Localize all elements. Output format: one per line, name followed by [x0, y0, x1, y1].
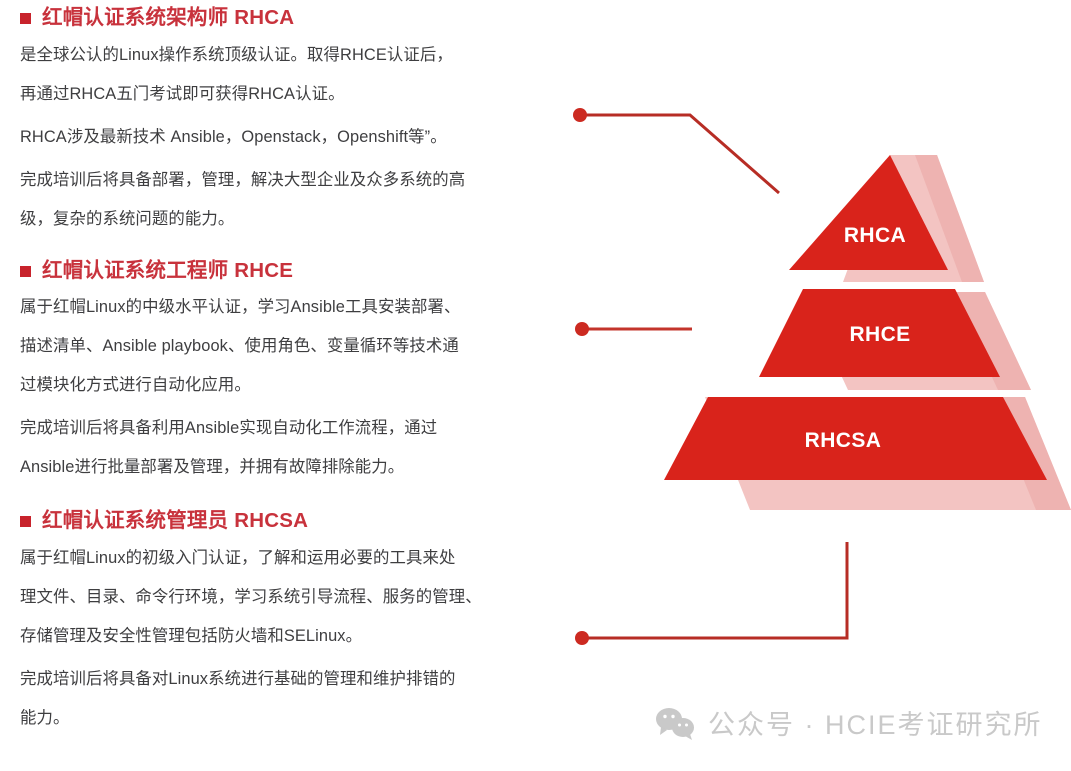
- paragraph-line: 能力。: [20, 708, 70, 727]
- paragraph-line: RHCA涉及最新技术 Ansible，Openstack，Openshift等”…: [20, 127, 447, 146]
- paragraph-line: 完成培训后将具备利用Ansible实现自动化工作流程，通过: [20, 419, 438, 438]
- tier-label-rhca: RHCA: [844, 224, 906, 247]
- section-rhcsa: 红帽认证系统管理员 RHCSA 属于红帽Linux的初级入门认证，了解和运用必要…: [20, 509, 550, 734]
- paragraph-line: 属于红帽Linux的初级入门认证，了解和运用必要的工具来处: [20, 548, 456, 567]
- paragraph-group: 属于红帽Linux的中级水平认证，学习Ansible工具安装部署、 描述清单、A…: [20, 291, 550, 401]
- section-heading-rhce: 红帽认证系统工程师 RHCE: [20, 259, 550, 283]
- paragraph-group: 完成培训后将具备对Linux系统进行基础的管理和维护排错的 能力。: [20, 663, 550, 734]
- paragraph-line: 属于红帽Linux的中级水平认证，学习Ansible工具安装部署、: [20, 298, 461, 317]
- section-title-rhca: 红帽认证系统架构师 RHCA: [42, 6, 295, 29]
- watermark-text: 公众号 · HCIE考证研究所: [708, 710, 1043, 740]
- square-bullet-icon: [20, 265, 31, 277]
- paragraph-group: RHCA涉及最新技术 Ansible，Openstack，Openshift等”…: [20, 121, 550, 153]
- paragraph-group: 是全球公认的Linux操作系统顶级认证。取得RHCE认证后， 再通过RHCA五门…: [20, 39, 550, 110]
- section-title-rhce: 红帽认证系统工程师 RHCE: [42, 258, 294, 282]
- pyramid-tier-rhcsa: RHCSA: [664, 397, 1071, 510]
- paragraph-line: 再通过RHCA五门考试即可获得RHCA认证。: [20, 84, 345, 103]
- pyramid-tier-rhce: RHCE: [759, 289, 1031, 390]
- certification-pyramid-chart: RHCSA RHCE RHCA: [560, 90, 1071, 540]
- square-bullet-icon: [20, 13, 31, 25]
- tier-shadow-side: [915, 155, 984, 282]
- paragraph-line: 完成培训后将具备部署，管理，解决大型企业及众多系统的高: [20, 170, 466, 189]
- section-rhce: 红帽认证系统工程师 RHCE 属于红帽Linux的中级水平认证，学习Ansibl…: [20, 259, 550, 484]
- section-title-rhcsa: 红帽认证系统管理员 RHCSA: [42, 509, 309, 533]
- tier-shadow-side: [952, 292, 1031, 390]
- paragraph-group: 完成培训后将具备部署，管理，解决大型企业及众多系统的高 级，复杂的系统问题的能力…: [20, 164, 550, 235]
- paragraph-line: 理文件、目录、命令行环境，学习系统引导流程、服务的管理、: [20, 587, 482, 606]
- tier-label-rhcsa: RHCSA: [805, 429, 882, 452]
- certification-sections: 红帽认证系统架构师 RHCA 是全球公认的Linux操作系统顶级认证。取得RHC…: [20, 6, 550, 750]
- tier-face: [664, 397, 1047, 480]
- pyramid-tier-rhca: RHCA: [789, 155, 984, 282]
- section-heading-rhcsa: 红帽认证系统管理员 RHCSA: [20, 509, 550, 533]
- paragraph-line: 级，复杂的系统问题的能力。: [20, 209, 235, 228]
- tier-face: [759, 289, 1000, 377]
- square-bullet-icon: [20, 516, 31, 528]
- paragraph-line: 存储管理及安全性管理包括防火墙和SELinux。: [20, 626, 363, 645]
- paragraph-line: Ansible进行批量部署及管理，并拥有故障排除能力。: [20, 458, 405, 477]
- watermark: 公众号 · HCIE考证研究所: [655, 703, 1043, 742]
- paragraph-line: 描述清单、Ansible playbook、使用角色、变量循环等技术通: [20, 337, 459, 356]
- section-rhca: 红帽认证系统架构师 RHCA 是全球公认的Linux操作系统顶级认证。取得RHC…: [20, 6, 550, 235]
- tier-label-rhce: RHCE: [849, 323, 910, 346]
- connector-dot: [575, 631, 589, 645]
- paragraph-line: 过模块化方式进行自动化应用。: [20, 376, 251, 395]
- tier-face: [789, 155, 948, 270]
- paragraph-group: 属于红帽Linux的初级入门认证，了解和运用必要的工具来处 理文件、目录、命令行…: [20, 542, 550, 652]
- connector-rhcsa: [575, 542, 849, 645]
- paragraph-line: 完成培训后将具备对Linux系统进行基础的管理和维护排错的: [20, 669, 456, 688]
- connector-path: [584, 542, 849, 640]
- section-heading-rhca: 红帽认证系统架构师 RHCA: [20, 6, 550, 30]
- paragraph-group: 完成培训后将具备利用Ansible实现自动化工作流程，通过 Ansible进行批…: [20, 412, 550, 483]
- paragraph-line: 是全球公认的Linux操作系统顶级认证。取得RHCE认证后，: [20, 45, 453, 64]
- wechat-icon: [656, 707, 694, 740]
